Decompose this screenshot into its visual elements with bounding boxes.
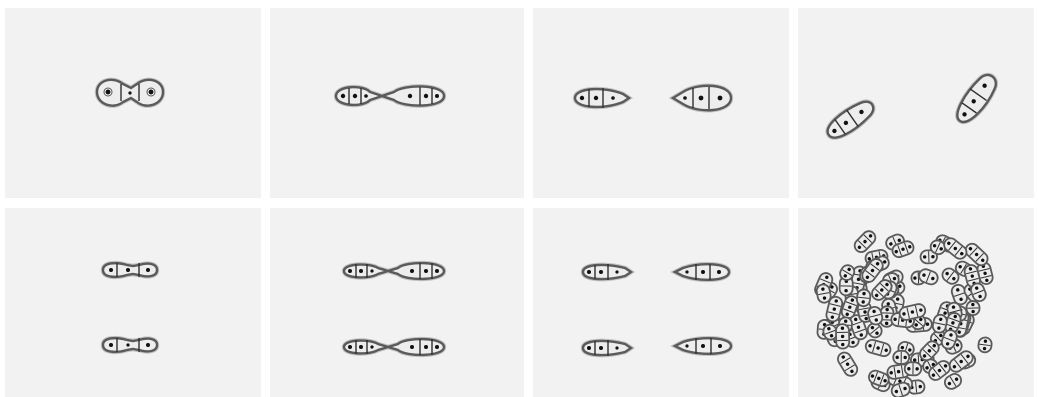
- panel-row2-col4: [798, 208, 1034, 397]
- cell-chain: [823, 96, 878, 143]
- nucleus: [149, 90, 154, 95]
- colony-cell: [932, 314, 948, 334]
- colony-cell: [856, 289, 871, 307]
- panel-row2-col1: [5, 208, 261, 397]
- colony-cell: [836, 324, 850, 349]
- panel-row1-col3: [533, 8, 789, 198]
- colony-cell: [864, 338, 892, 357]
- colony-cell: [942, 236, 970, 262]
- colony-cell: [893, 351, 909, 364]
- panel-row1-col4: [798, 8, 1034, 198]
- colony-cell: [836, 350, 860, 378]
- nucleus: [896, 356, 899, 359]
- nucleus: [128, 91, 131, 94]
- panel-row1-col1: [5, 8, 261, 198]
- cell-chain: [952, 70, 1001, 127]
- panel-row1-col2: [270, 8, 524, 198]
- panel-row2-col2: [270, 208, 524, 397]
- colony-cell: [966, 301, 979, 315]
- colony-cell: [905, 362, 922, 375]
- nucleus: [106, 90, 111, 95]
- panel-row2-col3: [533, 208, 789, 397]
- colony-cell: [978, 337, 993, 353]
- nucleus: [903, 356, 906, 359]
- colony-cluster: [798, 208, 1034, 397]
